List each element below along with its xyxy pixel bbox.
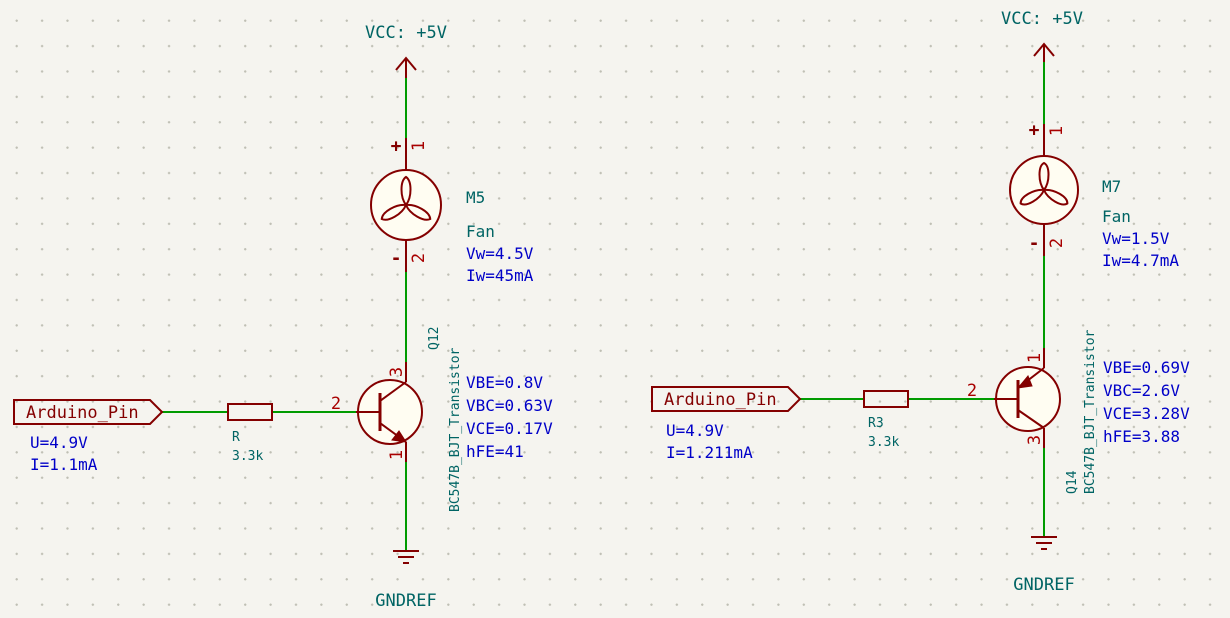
power-symbol-vcc[interactable] <box>1033 42 1055 62</box>
transistor-value: BC547B_BJT_Transistor <box>1083 329 1098 494</box>
resistor-r[interactable] <box>227 403 273 421</box>
input-label-arduino-pin[interactable] <box>13 399 164 425</box>
input-current: I=1.211mA <box>666 443 753 462</box>
fan-value: Fan <box>1102 207 1131 226</box>
transistor-reference: Q14 <box>1065 470 1080 494</box>
fan-pin-plus: + <box>391 136 402 157</box>
input-current: I=1.1mA <box>30 455 98 474</box>
resistor-reference: R <box>232 430 240 445</box>
fan-voltage: Vw=1.5V <box>1102 229 1170 248</box>
resistor-value: 3.3k <box>232 449 263 464</box>
transistor-vbc: VBC=0.63V <box>466 396 553 415</box>
transistor-pin-base: 2 <box>967 381 977 401</box>
transistor-pin-emitter: 3 <box>1025 435 1045 445</box>
input-label-arduino-pin[interactable] <box>651 386 802 412</box>
left-wires <box>162 76 407 550</box>
left-circuit: VCC: +5V + 1 - 2 M5 Fan Vw=4.5V Iw=45mA <box>13 23 553 611</box>
transistor-vbe: VBE=0.8V <box>466 373 543 392</box>
transistor-reference: Q12 <box>427 327 442 350</box>
right-wires <box>800 60 1045 536</box>
fan-motor-m5[interactable] <box>370 138 442 272</box>
right-circuit: VCC: +5V + 1 - 2 M7 Fan Vw=1.5V Iw=4.7mA <box>651 9 1190 595</box>
fan-icon <box>380 175 432 221</box>
transistor-vce: VCE=3.28V <box>1103 404 1190 423</box>
transistor-hfe: hFE=41 <box>466 442 524 461</box>
input-label-text: Arduino_Pin <box>26 403 139 423</box>
fan-pin-1: 1 <box>1047 126 1067 136</box>
fan-pin-1: 1 <box>409 141 429 151</box>
input-voltage: U=4.9V <box>30 433 88 452</box>
power-label: VCC: +5V <box>1001 9 1083 29</box>
ground-label: GNDREF <box>375 591 436 611</box>
transistor-vce: VCE=0.17V <box>466 419 553 438</box>
ground-label: GNDREF <box>1013 575 1074 595</box>
fan-reference: M5 <box>466 188 485 207</box>
fan-current: Iw=4.7mA <box>1102 251 1179 270</box>
fan-value: Fan <box>466 222 495 241</box>
ground-symbol[interactable] <box>1031 536 1057 550</box>
input-label-text: Arduino_Pin <box>664 390 777 410</box>
transistor-vbc: VBC=2.6V <box>1103 381 1180 400</box>
fan-pin-minus: - <box>391 248 402 269</box>
power-symbol-vcc[interactable] <box>395 56 417 78</box>
transistor-vbe: VBE=0.69V <box>1103 358 1190 377</box>
fan-pin-2: 2 <box>409 253 429 263</box>
resistor-reference: R3 <box>868 416 884 431</box>
transistor-q12[interactable] <box>356 362 423 462</box>
fan-motor-m7[interactable] <box>1009 124 1079 256</box>
fan-voltage: Vw=4.5V <box>466 244 534 263</box>
fan-current: Iw=45mA <box>466 266 534 285</box>
resistor-r3[interactable] <box>863 390 909 408</box>
transistor-value: BC547B_BJT_Transistor <box>448 347 463 512</box>
transistor-q14[interactable] <box>994 348 1061 448</box>
ground-symbol[interactable] <box>393 550 419 564</box>
transistor-pin-base: 2 <box>331 394 341 414</box>
fan-icon <box>1019 161 1069 206</box>
transistor-hfe: hFE=3.88 <box>1103 427 1180 446</box>
transistor-pin-emitter: 1 <box>387 450 407 460</box>
power-label: VCC: +5V <box>365 23 447 43</box>
fan-reference: M7 <box>1102 177 1121 196</box>
fan-pin-minus: - <box>1029 233 1040 254</box>
fan-pin-plus: + <box>1029 120 1040 141</box>
input-voltage: U=4.9V <box>666 421 724 440</box>
fan-pin-2: 2 <box>1047 238 1067 248</box>
resistor-value: 3.3k <box>868 435 899 450</box>
transistor-pin-collector: 3 <box>387 367 407 377</box>
transistor-pin-collector: 1 <box>1025 353 1045 363</box>
